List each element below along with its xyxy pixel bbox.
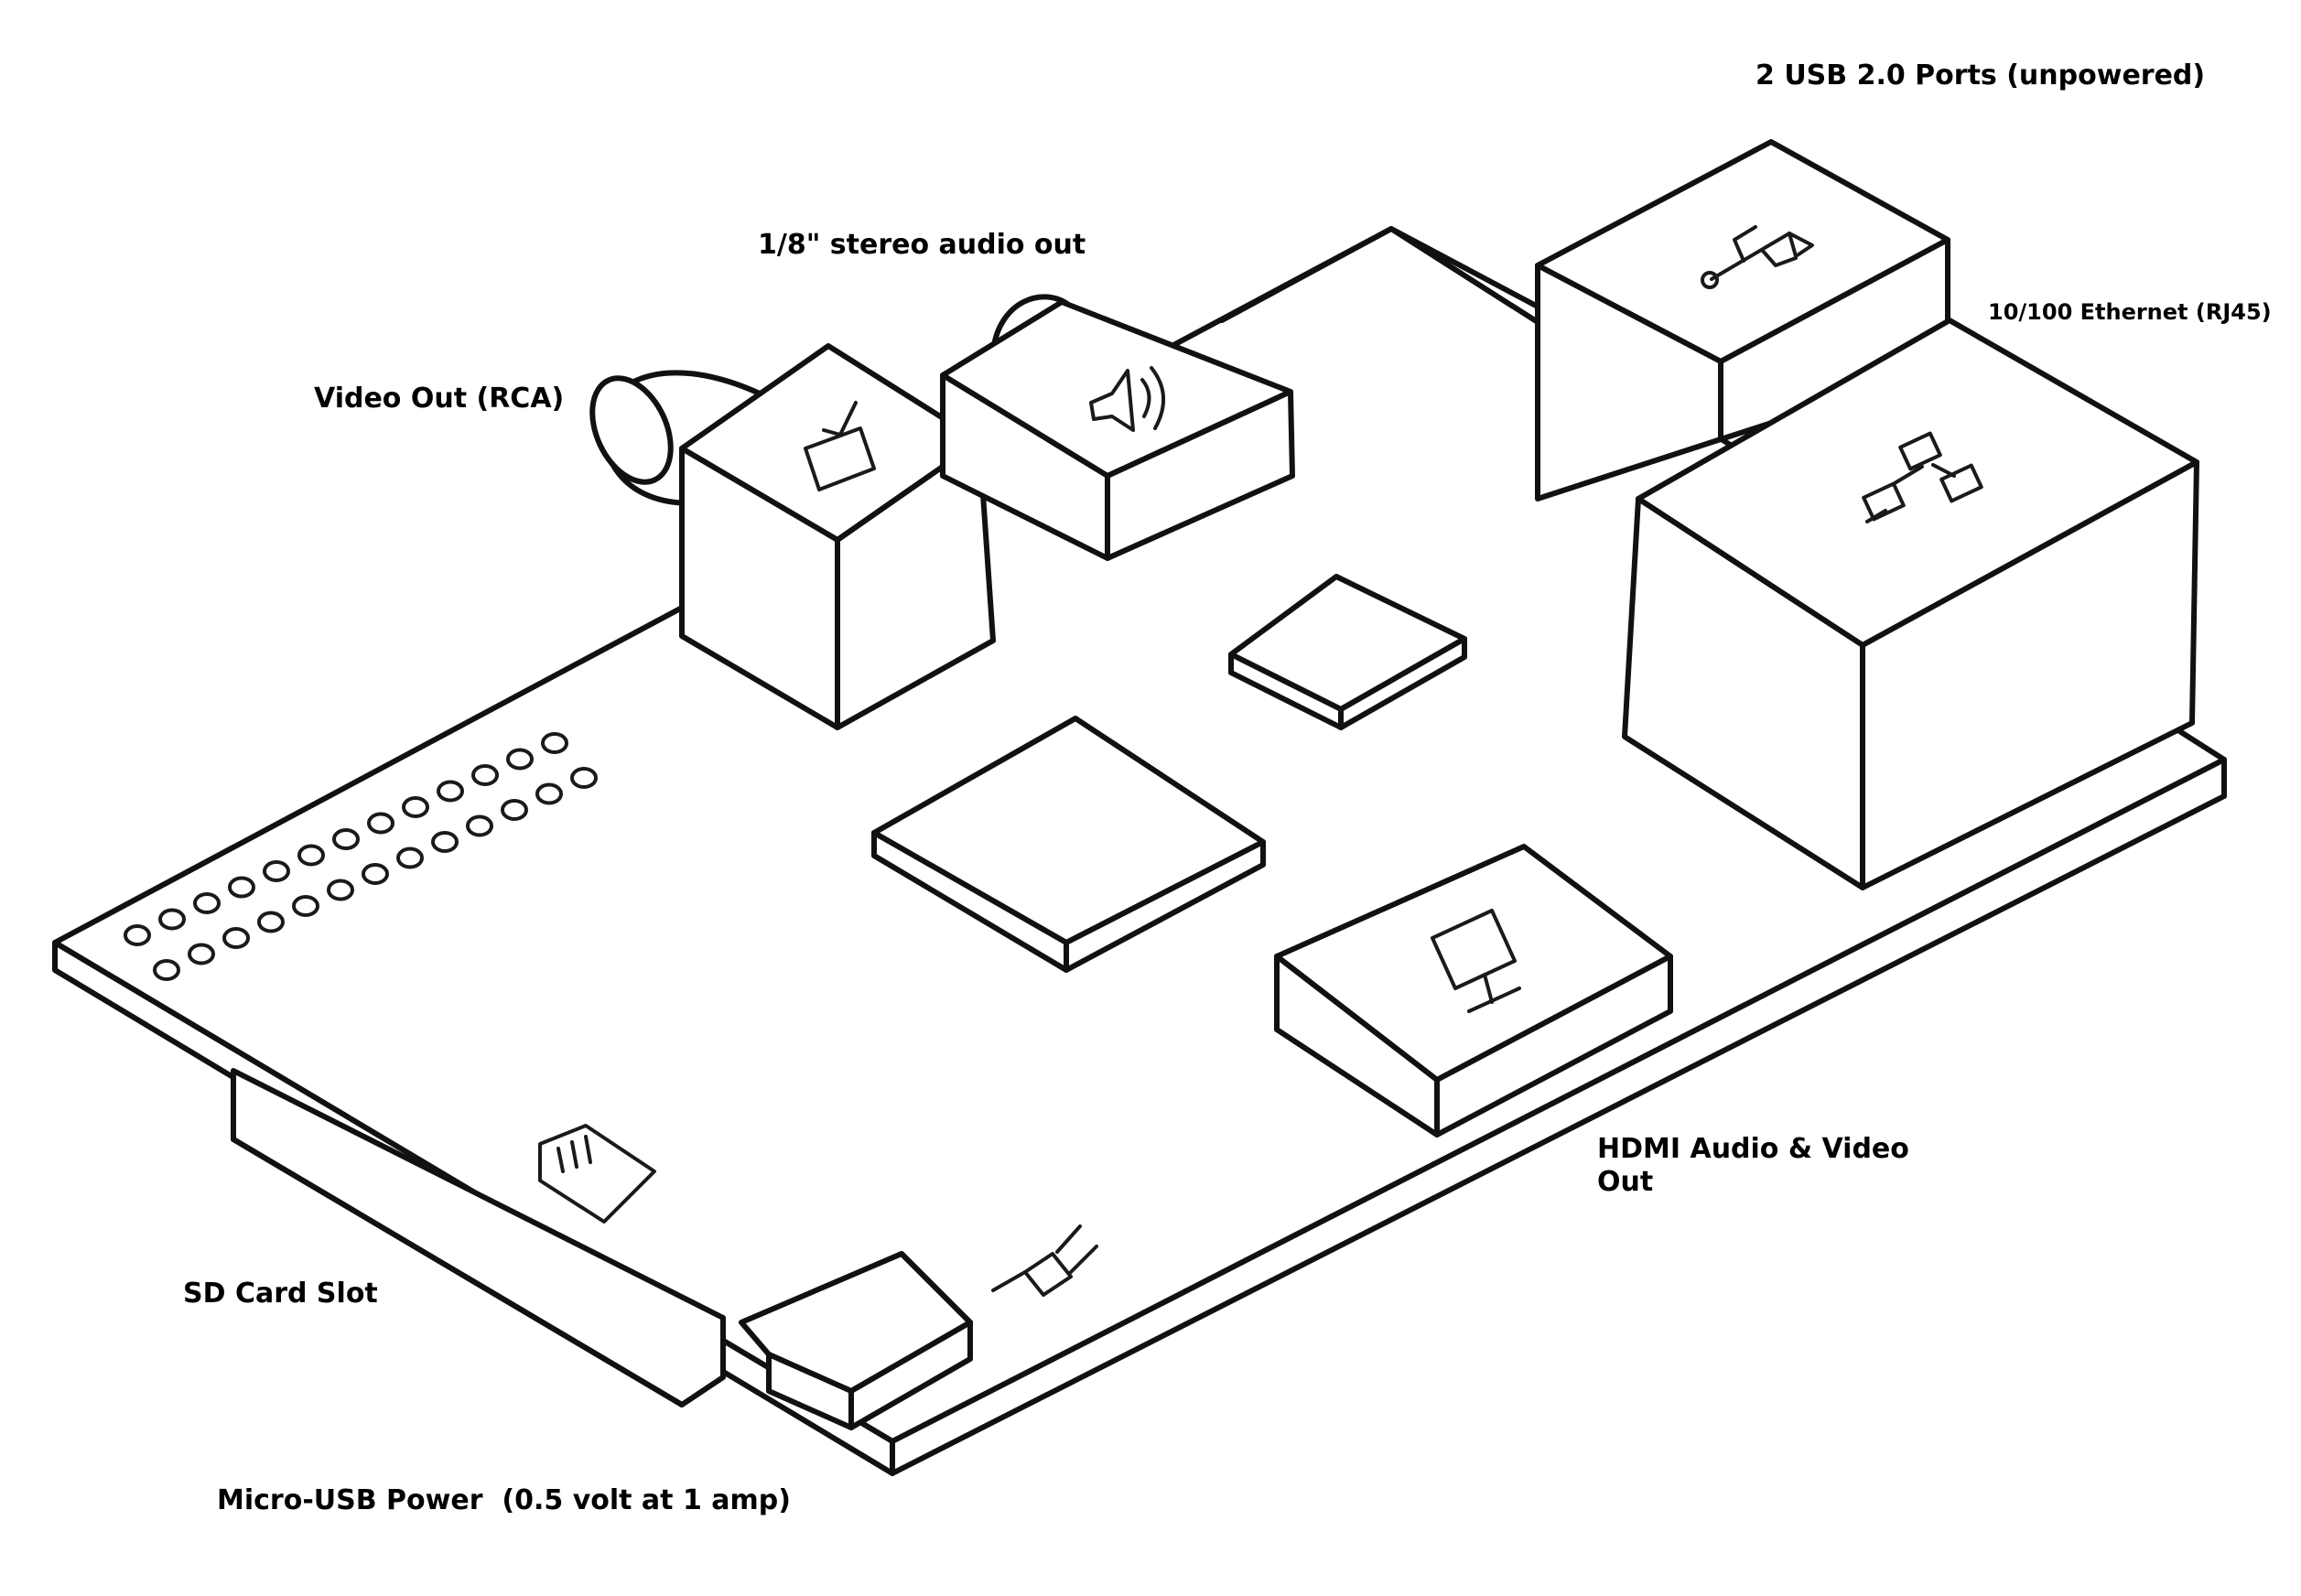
- label-hdmi: HDMI Audio & Video Out: [1597, 1133, 1927, 1199]
- label-ethernet: 10/100 Ethernet (RJ45): [1988, 299, 2272, 326]
- label-audio-out: 1/8" stereo audio out: [758, 229, 1086, 262]
- label-video-out: Video Out (RCA): [314, 383, 564, 415]
- label-usb-ports: 2 USB 2.0 Ports (unpowered): [1755, 59, 2205, 92]
- label-power: Micro-USB Power (0.5 volt at 1 amp): [217, 1484, 791, 1517]
- label-sd-card: SD Card Slot: [183, 1278, 378, 1310]
